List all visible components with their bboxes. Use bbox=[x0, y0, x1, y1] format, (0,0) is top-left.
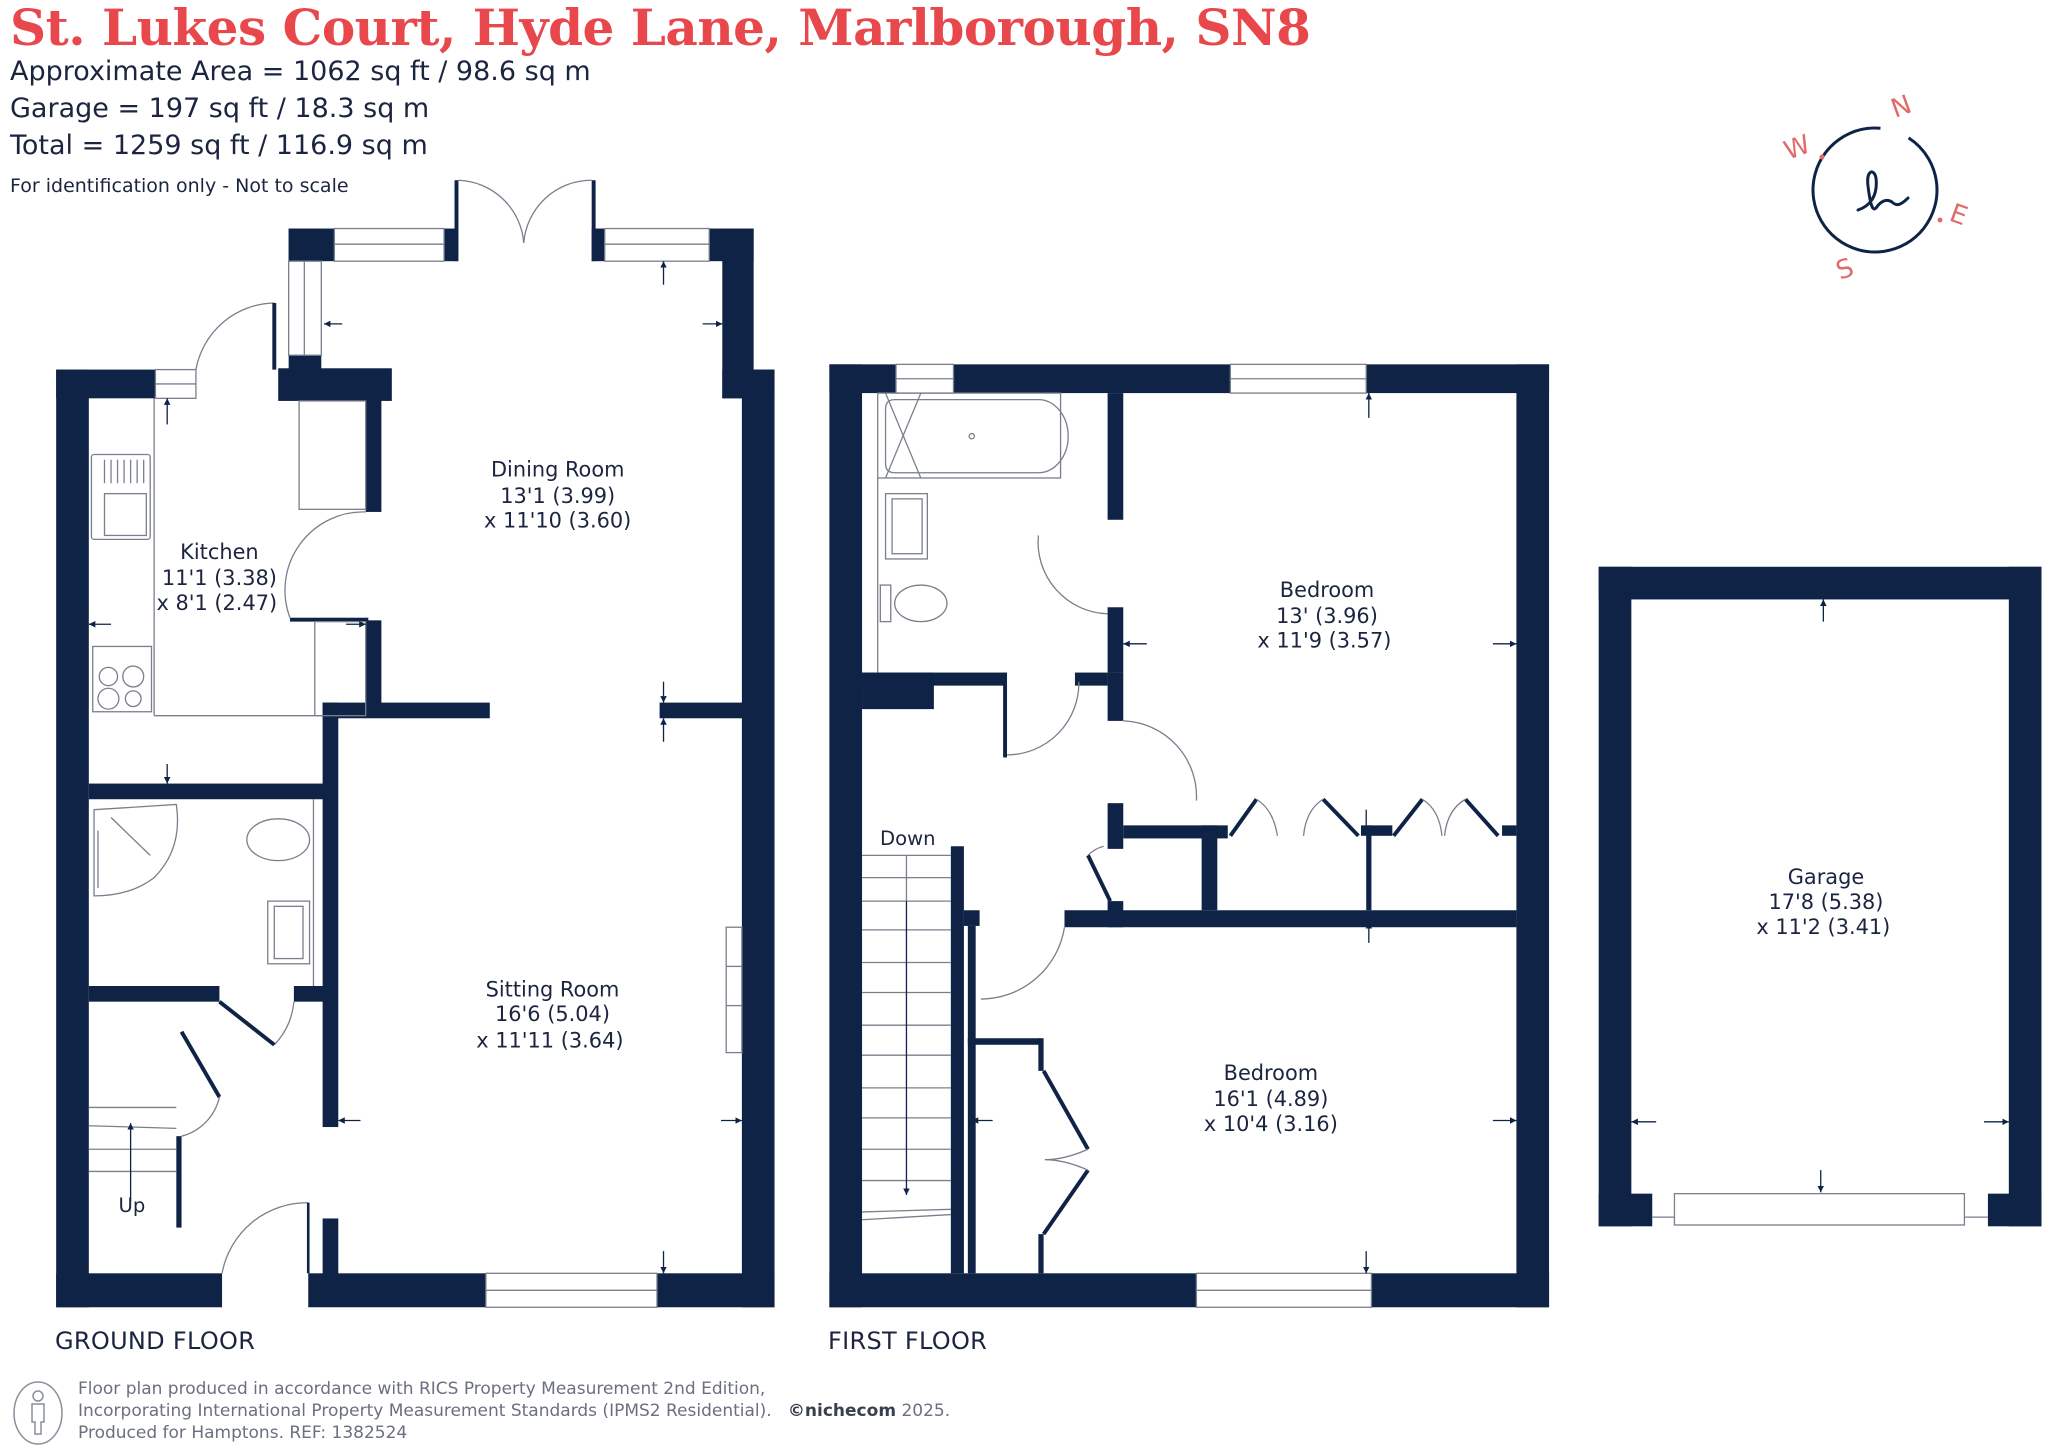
compass-icon: N E S W bbox=[1780, 90, 1970, 280]
kitchen-name: Kitchen bbox=[180, 540, 258, 564]
bedroom-2-dim2: x 10'4 (3.16) bbox=[1204, 1112, 1338, 1136]
bedroom-1-name: Bedroom bbox=[1280, 578, 1374, 602]
footer-year: 2025. bbox=[901, 1401, 951, 1421]
dining-room-name: Dining Room bbox=[491, 458, 624, 482]
garage-dim2: x 11'2 (3.41) bbox=[1756, 915, 1890, 939]
footer-line-2: Incorporating International Property Mea… bbox=[78, 1400, 950, 1422]
approximate-area: Approximate Area = 1062 sq ft / 98.6 sq … bbox=[10, 56, 591, 87]
person-measure-icon bbox=[13, 1381, 63, 1445]
kitchen-dim2: x 8'1 (2.47) bbox=[156, 591, 277, 615]
bedroom-2-dim1: 16'1 (4.89) bbox=[1213, 1087, 1328, 1111]
stairs-down-label: Down bbox=[880, 827, 935, 850]
garage-name: Garage bbox=[1788, 865, 1864, 889]
garage-dim1: 17'8 (5.38) bbox=[1768, 890, 1883, 914]
property-title: St. Lukes Court, Hyde Lane, Marlborough,… bbox=[10, 0, 1311, 57]
sitting-room-dim2: x 11'11 (3.64) bbox=[476, 1028, 623, 1052]
stairs-up-label: Up bbox=[119, 1194, 146, 1217]
dining-room-dim1: 13'1 (3.99) bbox=[500, 484, 615, 508]
footer-standards-text: Incorporating International Property Mea… bbox=[78, 1401, 772, 1421]
first-floor-label: FIRST FLOOR bbox=[828, 1327, 988, 1355]
garage-area: Garage = 197 sq ft / 18.3 sq m bbox=[10, 93, 430, 124]
ground-floor-label: GROUND FLOOR bbox=[55, 1327, 256, 1355]
scale-disclaimer: For identification only - Not to scale bbox=[10, 175, 349, 197]
hamptons-logo-icon bbox=[1856, 170, 1910, 212]
ground-floor-plan bbox=[56, 180, 775, 1308]
total-area: Total = 1259 sq ft / 116.9 sq m bbox=[10, 130, 428, 161]
garage-plan bbox=[1598, 566, 2042, 1227]
nichecom-brand: ©nichecom bbox=[787, 1401, 897, 1421]
first-floor-plan bbox=[829, 364, 1550, 1308]
sitting-room-name: Sitting Room bbox=[486, 977, 620, 1001]
sitting-room-dim1: 16'6 (5.04) bbox=[495, 1002, 610, 1026]
dining-room-dim2: x 11'10 (3.60) bbox=[484, 509, 631, 533]
kitchen-dim1: 11'1 (3.38) bbox=[162, 566, 277, 590]
footer-line-3: Produced for Hamptons. REF: 1382524 bbox=[78, 1423, 408, 1443]
footer-line-1: Floor plan produced in accordance with R… bbox=[78, 1379, 766, 1399]
bedroom-1-dim2: x 11'9 (3.57) bbox=[1257, 629, 1391, 653]
bedroom-1-dim1: 13' (3.96) bbox=[1276, 604, 1378, 628]
bedroom-2-name: Bedroom bbox=[1224, 1061, 1318, 1085]
footer-disclaimer: Floor plan produced in accordance with R… bbox=[78, 1378, 950, 1444]
